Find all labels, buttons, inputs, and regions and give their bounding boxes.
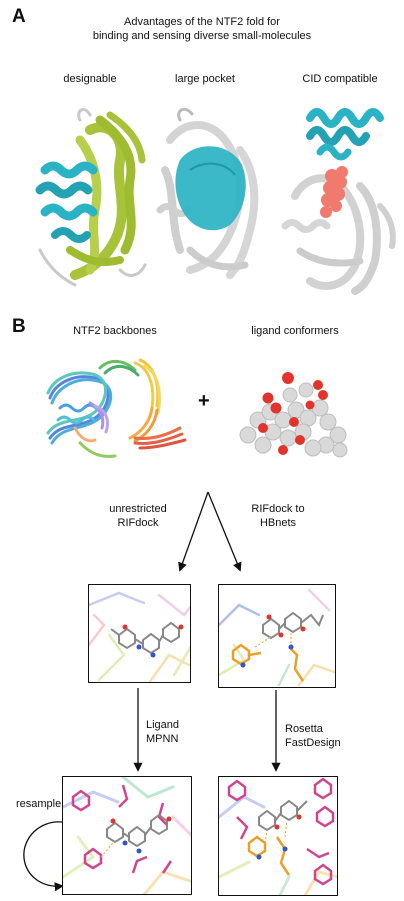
resample-label: resample [16,798,62,810]
plus-sign: + [198,390,210,412]
arrow-to-unrestricted [178,491,209,572]
dock-unrestricted-box [88,584,191,683]
dock-right-label-line2: HBnets [259,517,297,529]
ligand-conformers-image [239,372,348,458]
ligand-conformers-label: ligand conformers [251,325,339,337]
designable-structure-image [35,108,147,287]
resample-arrow [23,821,64,892]
panel-b-letter: B [12,316,26,337]
arrow-to-hbnets [207,491,242,572]
design-ligandmpnn-box [62,776,192,895]
cid-compatible-structure-image [281,108,396,295]
dock-left-label-line1: unrestricted [109,503,167,515]
design-fastdesign-box [218,776,338,896]
dock-hbnets-box [218,584,336,688]
ntf2-backbones-label: NTF2 backbones [73,325,157,337]
large-pocket-structure-image [156,107,259,279]
design-right-label-line1: Rosetta [285,723,323,735]
design-left-label-line2: MPNN [146,733,179,745]
ligand-spheres [320,166,348,218]
design-right-label-line2: FastDesign [285,737,341,749]
design-left-label-line1: Ligand [146,719,180,731]
panel-a-letter: A [12,6,26,27]
dock-left-label-line2: RIFdock [117,517,159,529]
ntf2-backbones-image [46,358,187,458]
structure-label-cid-compatible: CID compatible [302,73,378,85]
structure-label-designable: designable [63,73,117,85]
structure-label-large-pocket: large pocket [175,73,235,85]
dock-right-label-line1: RIFdock to [251,503,305,515]
panel-a-title-line1: Advantages of the NTF2 fold for [124,16,280,28]
panel-a-title-line2: binding and sensing diverse small-molecu… [92,30,312,42]
